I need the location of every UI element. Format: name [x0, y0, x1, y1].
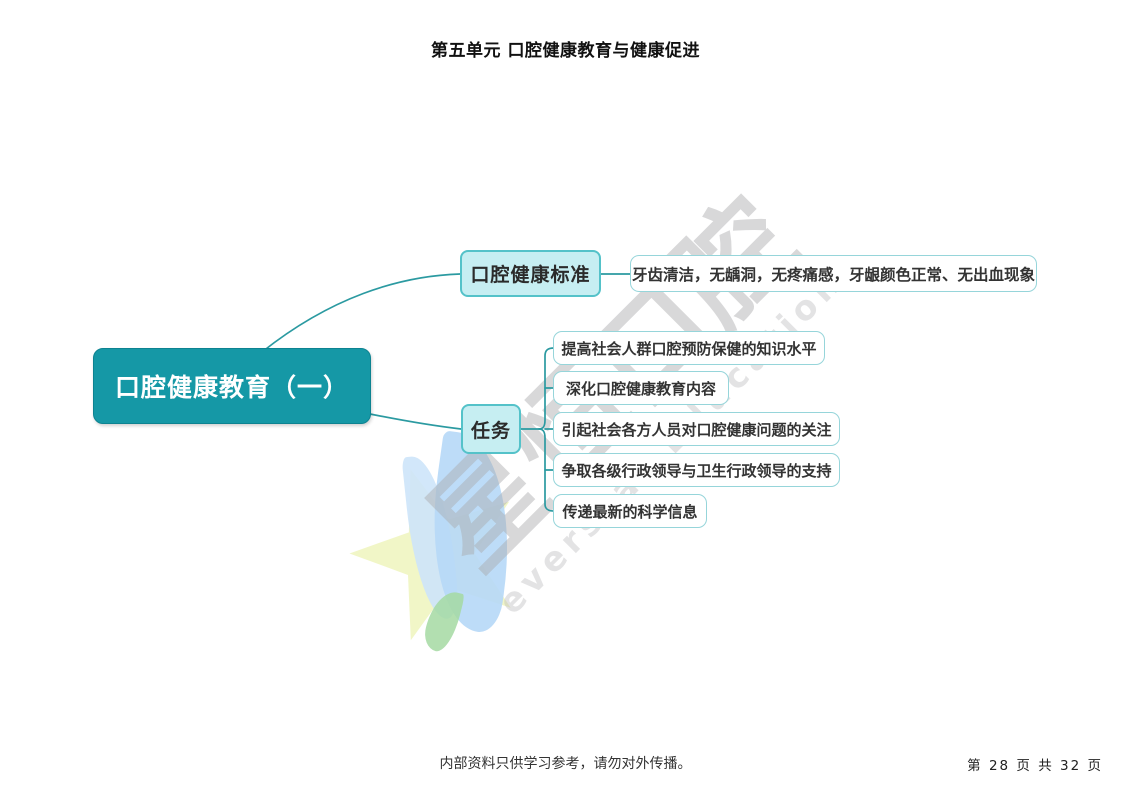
page-indicator: 第 28 页 共 32 页 [967, 758, 1103, 774]
branch-node-oral-health-standard: 口腔健康标准 [460, 250, 601, 297]
leaf-node-task-5: 传递最新的科学信息 [553, 494, 707, 528]
leaf-node-standard-detail: 牙齿清洁，无龋洞，无疼痛感，牙龈颜色正常、无出血现象 [630, 255, 1037, 292]
connector-root-task [369, 413, 462, 430]
leaf-node-task-4: 争取各级行政领导与卫生行政领导的支持 [553, 453, 840, 487]
leaf-node-task-3: 引起社会各方人员对口腔健康问题的关注 [553, 412, 840, 446]
leaf-node-task-2: 深化口腔健康教育内容 [553, 371, 729, 405]
page-title: 第五单元 口腔健康教育与健康促进 [431, 41, 700, 61]
leaf-node-task-1: 提高社会人群口腔预防保健的知识水平 [553, 331, 825, 365]
connector-root-standard [261, 273, 461, 353]
mindmap-root-node: 口腔健康教育（一） [93, 348, 371, 424]
branch-node-tasks: 任务 [461, 404, 521, 454]
footer-note: 内部资料只供学习参考，请勿对外传播。 [439, 756, 692, 772]
